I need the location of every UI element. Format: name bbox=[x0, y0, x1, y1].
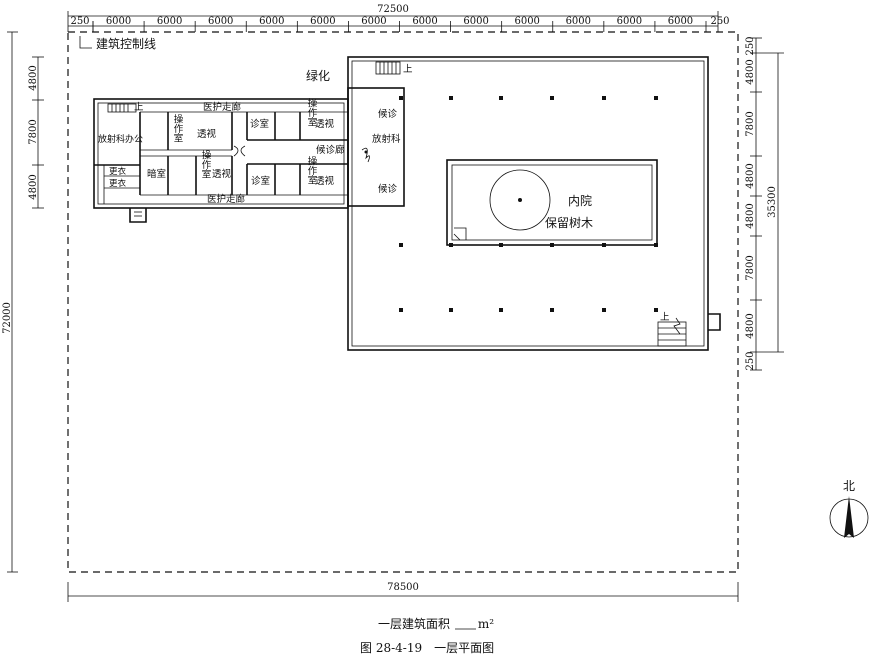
courtyard-steps bbox=[453, 227, 467, 241]
courtyard bbox=[446, 159, 658, 246]
top-bay-dimension: 6000 bbox=[259, 16, 284, 27]
trees-label: 保留树木 bbox=[545, 215, 593, 230]
structural-column bbox=[602, 96, 606, 100]
figure-caption: 图 28-4-19 一层平面图 bbox=[360, 641, 494, 655]
top-bay-dimension: 6000 bbox=[463, 16, 488, 27]
right-bay-4-dimension: 4800 bbox=[745, 163, 756, 188]
darkroom-label: 暗室 bbox=[147, 168, 166, 180]
building-control-line bbox=[67, 31, 739, 573]
structural-column bbox=[550, 308, 554, 312]
right-dimension: 250 4800 7800 4800 4800 7800 4800 250 35… bbox=[745, 36, 784, 371]
top-bay-dimension: 6000 bbox=[617, 16, 642, 27]
bottom-total-dimension: 78500 bbox=[387, 582, 419, 593]
top-bay-dimension: 6000 bbox=[514, 16, 539, 27]
left-total-dimension: 72000 bbox=[2, 302, 13, 334]
waiting-room-upper: 候诊 bbox=[378, 108, 398, 120]
changing-room-lower: 更衣 bbox=[109, 178, 127, 189]
top-dimension: 72500 250 250 6000 6000 6000 6000 6000 6000 60… bbox=[67, 4, 730, 32]
north-label: 北 bbox=[843, 479, 855, 493]
control-line-label: 建筑控制线 bbox=[96, 36, 156, 51]
area-caption: 一层建筑面积 m² bbox=[378, 616, 494, 631]
right-bay-8-dimension: 250 bbox=[745, 351, 756, 370]
exam-room-upper: 诊室 bbox=[250, 118, 269, 130]
corridor-upper: 医护走廊 bbox=[203, 101, 242, 113]
structural-column bbox=[602, 243, 606, 247]
structural-column bbox=[550, 243, 554, 247]
stair-west bbox=[107, 103, 137, 113]
structural-column bbox=[550, 96, 554, 100]
retained-tree bbox=[489, 169, 551, 231]
fluoroscopy-upper-left: 透视 bbox=[197, 128, 217, 140]
structural-column bbox=[602, 308, 606, 312]
right-bay-3-dimension: 7800 bbox=[745, 111, 756, 136]
structural-column bbox=[449, 308, 453, 312]
stair-south bbox=[657, 317, 687, 347]
west-entrance bbox=[129, 208, 147, 223]
right-bay-6-dimension: 7800 bbox=[745, 255, 756, 280]
hall-doors bbox=[233, 145, 246, 157]
top-right-edge-dimension: 250 bbox=[710, 16, 729, 27]
structural-column bbox=[499, 308, 503, 312]
east-entrance bbox=[708, 313, 721, 331]
top-bay-dimension: 6000 bbox=[106, 16, 131, 27]
radiology-office-label: 放射科办公 bbox=[98, 133, 143, 145]
stair-west-label: 上 bbox=[134, 102, 144, 113]
right-bay-5-dimension: 4800 bbox=[745, 203, 756, 228]
operation-room-lower-right: 操作室 bbox=[288, 155, 317, 184]
changing-room-upper: 更衣 bbox=[109, 166, 127, 177]
control-line-leader bbox=[79, 36, 92, 49]
column-grid bbox=[399, 96, 658, 312]
waiting-hall-label: 候诊廊 bbox=[316, 144, 345, 156]
right-bay-7-dimension: 4800 bbox=[745, 313, 756, 338]
courtyard-label: 内院 bbox=[568, 194, 592, 208]
corridor-lower: 医护走廊 bbox=[207, 193, 246, 205]
greenery-label: 绿化 bbox=[306, 68, 330, 83]
area-prefix: 一层建筑面积 bbox=[378, 616, 450, 631]
bottom-dimension: 78500 bbox=[67, 582, 739, 602]
top-bay-dimension: 6000 bbox=[361, 16, 386, 27]
reception-arc bbox=[361, 147, 370, 163]
top-bay-dimension: 6000 bbox=[157, 16, 182, 27]
left-bay-3-dimension: 4800 bbox=[28, 174, 39, 199]
top-bay-dimension: 6000 bbox=[566, 16, 591, 27]
top-total-dimension: 72500 bbox=[377, 4, 409, 15]
waiting-room-lower: 候诊 bbox=[378, 183, 398, 195]
right-total-dimension: 35300 bbox=[767, 186, 778, 218]
structural-column bbox=[399, 96, 403, 100]
top-bay-dimension: 6000 bbox=[668, 16, 693, 27]
area-unit: m² bbox=[478, 617, 494, 631]
north-arrow: 北 bbox=[829, 479, 869, 538]
right-bay-1-dimension: 250 bbox=[745, 36, 756, 55]
top-left-edge-dimension: 250 bbox=[70, 16, 89, 27]
structural-column bbox=[499, 243, 503, 247]
stair-north bbox=[375, 61, 401, 75]
top-bay-dimension: 6000 bbox=[310, 16, 335, 27]
structural-column bbox=[654, 308, 658, 312]
structural-column bbox=[399, 243, 403, 247]
structural-column bbox=[654, 96, 658, 100]
fluoroscopy-upper-right: 透视 bbox=[315, 118, 335, 130]
operation-room-lower-right-text: 操作室 bbox=[288, 155, 317, 184]
exam-room-lower: 诊室 bbox=[251, 175, 270, 187]
structural-column bbox=[449, 96, 453, 100]
left-bay-1-dimension: 4800 bbox=[28, 65, 39, 90]
top-bay-dimension: 6000 bbox=[208, 16, 233, 27]
stair-north-label: 上 bbox=[403, 64, 413, 75]
structural-column bbox=[654, 243, 658, 247]
structural-column bbox=[399, 308, 403, 312]
right-bay-2-dimension: 4800 bbox=[745, 59, 756, 84]
stair-south-label: 上 bbox=[660, 312, 670, 323]
structural-column bbox=[499, 96, 503, 100]
left-bay-2-dimension: 7800 bbox=[28, 119, 39, 144]
fluoroscopy-lower-right: 透视 bbox=[315, 175, 335, 187]
top-bay-dimension: 6000 bbox=[412, 16, 437, 27]
radiology-label: 放射科 bbox=[372, 133, 401, 145]
radiology-wing bbox=[93, 98, 349, 223]
fluoroscopy-lower-left: 透视 bbox=[212, 168, 232, 180]
structural-column bbox=[449, 243, 453, 247]
left-dimension: 72000 4800 7800 4800 bbox=[2, 31, 44, 573]
caption: 一层建筑面积 m² 图 28-4-19 一层平面图 bbox=[360, 616, 494, 655]
